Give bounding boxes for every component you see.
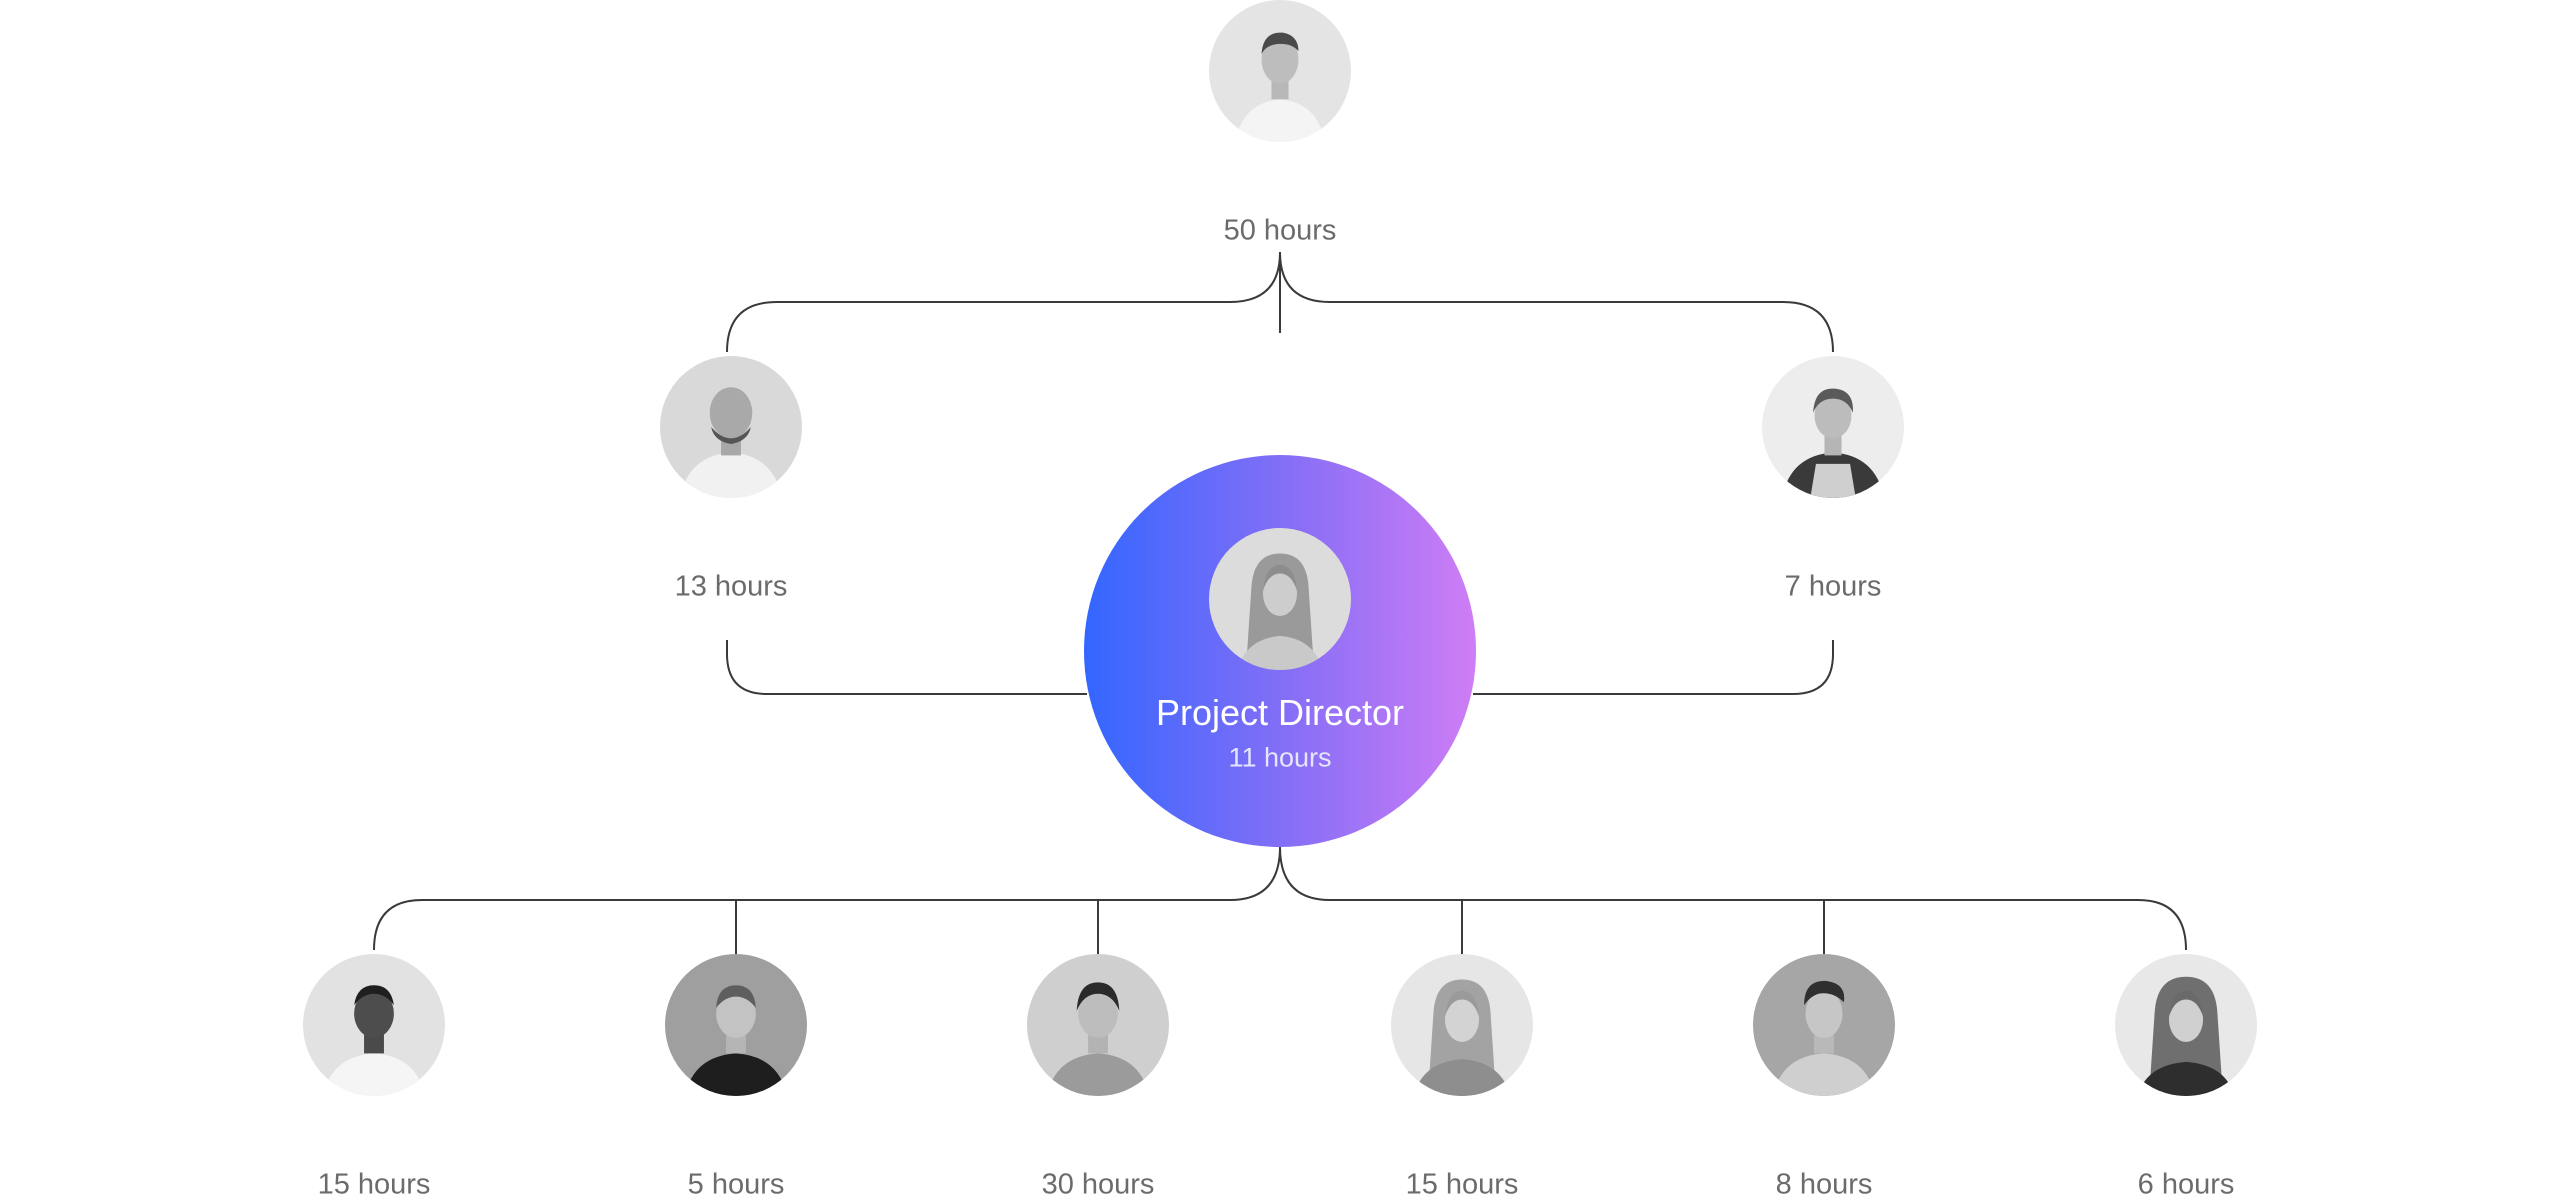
person-photo xyxy=(1209,528,1351,670)
avatar-team-3 xyxy=(1027,954,1169,1096)
person-photo xyxy=(2115,954,2257,1096)
avatar-team-6 xyxy=(2115,954,2257,1096)
avatar-team-4 xyxy=(1391,954,1533,1096)
person-photo xyxy=(660,356,802,498)
person-photo xyxy=(1027,954,1169,1096)
team-hours-5: 8 hours xyxy=(1775,1168,1873,1201)
team-hours-1: 15 hours xyxy=(317,1168,431,1201)
person-photo xyxy=(1391,954,1533,1096)
avatar-director xyxy=(1209,528,1351,670)
side-hours-left: 13 hours xyxy=(674,570,788,603)
director-hours: 11 hours xyxy=(1228,742,1332,773)
director-title: Project Director xyxy=(1155,692,1405,733)
team-hours-6: 6 hours xyxy=(2137,1168,2235,1201)
team-hours-3: 30 hours xyxy=(1041,1168,1155,1201)
person-photo xyxy=(303,954,445,1096)
avatar-top xyxy=(1209,0,1351,142)
team-hours-4: 15 hours xyxy=(1405,1168,1519,1201)
team-hours-2: 5 hours xyxy=(687,1168,785,1201)
avatar-right xyxy=(1762,356,1904,498)
person-photo xyxy=(1209,0,1351,142)
person-photo xyxy=(665,954,807,1096)
person-photo xyxy=(1753,954,1895,1096)
avatar-team-5 xyxy=(1753,954,1895,1096)
side-hours-right: 7 hours xyxy=(1784,570,1882,603)
avatar-team-1 xyxy=(303,954,445,1096)
avatar-team-2 xyxy=(665,954,807,1096)
top-hours: 50 hours xyxy=(1223,214,1337,247)
avatar-left xyxy=(660,356,802,498)
person-photo xyxy=(1762,356,1904,498)
